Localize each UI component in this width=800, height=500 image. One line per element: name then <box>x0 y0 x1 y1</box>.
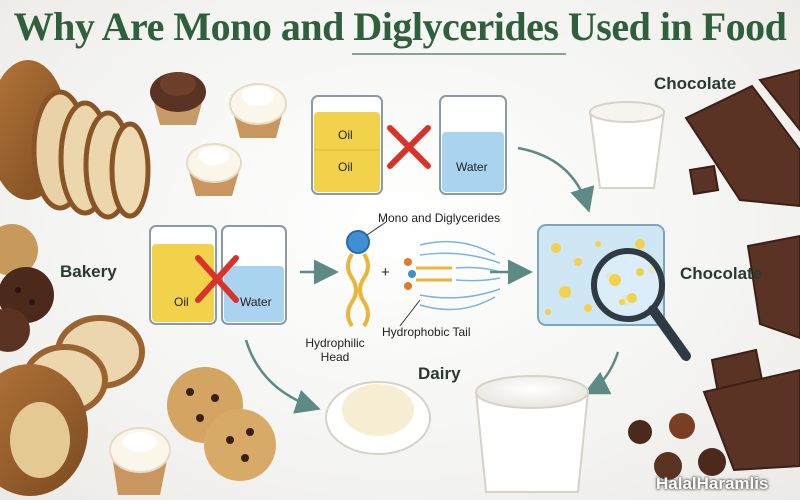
chocolate-bar-icon <box>684 68 800 472</box>
magnifier-icon <box>591 248 691 361</box>
beaker-label-oil: Oil <box>174 295 189 309</box>
cross-icon <box>387 125 431 169</box>
arrow-icon <box>244 146 620 414</box>
molecule-icon <box>346 221 387 328</box>
beaker-label-oil-upper: Oil <box>338 128 353 142</box>
category-label-chocolate-top: Chocolate <box>654 74 737 93</box>
beaker-oil-icon <box>149 225 217 325</box>
cross-icon <box>195 255 239 303</box>
hydrophilic-label-line2: Head <box>320 350 350 364</box>
emulsifier-label: Mono and Diglycerides <box>378 211 501 225</box>
bread-loaf-icon <box>0 60 151 220</box>
hydrophilic-head-label: Hydrophilic Head <box>300 336 370 364</box>
cupcake-vanilla-icon <box>109 427 171 495</box>
title-underline <box>352 53 566 55</box>
truffle-icon <box>628 413 726 480</box>
cookie-icon <box>0 224 54 352</box>
beaker-label-water: Water <box>456 160 488 174</box>
hydrophilic-label-line1: Hydrophilic <box>305 336 365 350</box>
chocolate-chip-cookie-icon <box>167 367 276 481</box>
category-label-dairy: Dairy <box>418 364 461 383</box>
page-title: Why Are Mono and Diglycerides Used in Fo… <box>13 4 787 49</box>
emulsifier-diagram-icon <box>399 240 501 327</box>
category-label-bakery: Bakery <box>60 262 117 281</box>
category-label-chocolate-right: Chocolate <box>680 264 763 283</box>
cupcake-chocolate-icon <box>150 72 206 125</box>
ice-cream-bowl-icon <box>325 381 431 455</box>
bread-slices-icon <box>0 315 145 496</box>
milk-glass-icon <box>588 101 666 189</box>
cupcake-vanilla-icon <box>186 143 242 196</box>
beaker-oil-icon <box>311 95 383 195</box>
cupcake-vanilla-icon <box>229 83 287 138</box>
beaker-label-water: Water <box>240 295 272 309</box>
beaker-label-oil-lower: Oil <box>338 160 353 174</box>
milk-glass-icon <box>474 375 590 493</box>
watermark: HalalHaramlis <box>656 474 769 493</box>
plus-sign: + <box>381 264 390 281</box>
hydrophobic-tail-label: Hydrophobic Tail <box>382 325 471 339</box>
beaker-water-icon <box>439 95 507 195</box>
beaker-water-icon <box>221 225 287 325</box>
